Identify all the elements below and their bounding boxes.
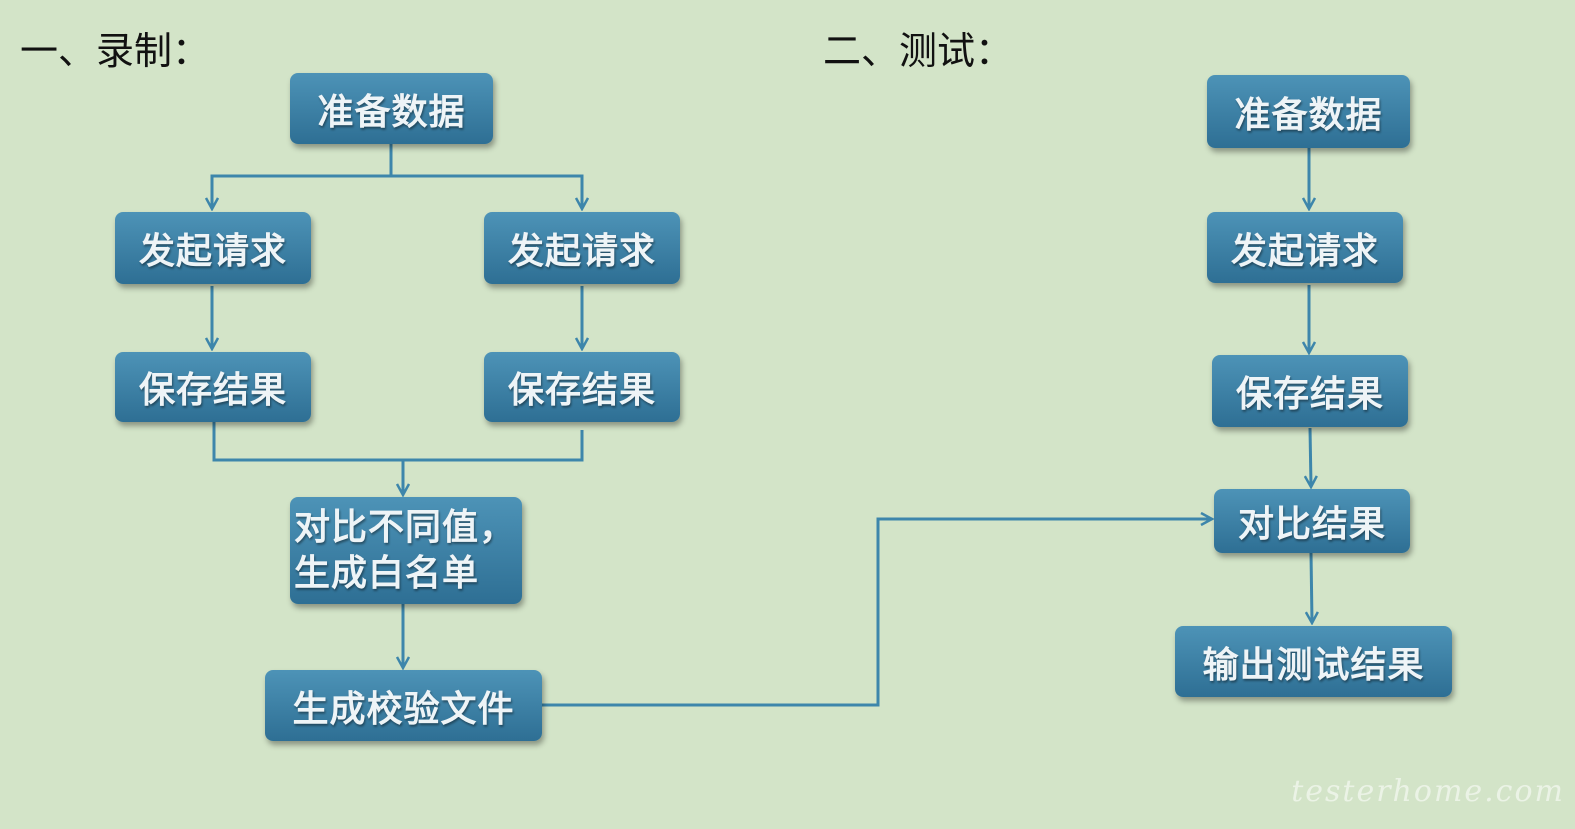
record-request-right-node: 发起请求	[484, 212, 680, 284]
connector-test-compare-to-output	[1311, 552, 1312, 622]
test-save-node: 保存结果	[1212, 355, 1408, 427]
record-prepare-data-node: 准备数据	[290, 73, 493, 144]
record-save-right-node: 保存结果	[484, 352, 680, 422]
record-compare-whitelist-node: 对比不同值， 生成白名单	[290, 497, 522, 604]
test-output-node: 输出测试结果	[1175, 626, 1452, 697]
connector-save-left-to-compare	[212, 422, 403, 494]
connector-test-save-to-compare	[1310, 427, 1311, 486]
record-generate-file-node: 生成校验文件	[265, 670, 542, 741]
connector-prepare-to-request-left	[212, 144, 393, 208]
connector-generate-to-test-compare	[542, 519, 1211, 707]
record-save-left-node: 保存结果	[115, 352, 311, 422]
record-request-left-node: 发起请求	[115, 212, 311, 284]
section1-title: 一、录制：	[20, 29, 211, 73]
test-prepare-data-node: 准备数据	[1207, 75, 1410, 148]
watermark: testerhome.com	[1291, 774, 1565, 809]
test-compare-node: 对比结果	[1214, 489, 1410, 553]
record-compare-line2: 生成白名单	[294, 552, 480, 594]
record-compare-line1: 对比不同值，	[294, 506, 517, 548]
connector-prepare-to-request-right	[391, 174, 582, 208]
section2-title: 二、测试：	[823, 29, 1014, 73]
connector-save-right-to-compare	[403, 430, 584, 462]
test-request-node: 发起请求	[1207, 212, 1403, 283]
